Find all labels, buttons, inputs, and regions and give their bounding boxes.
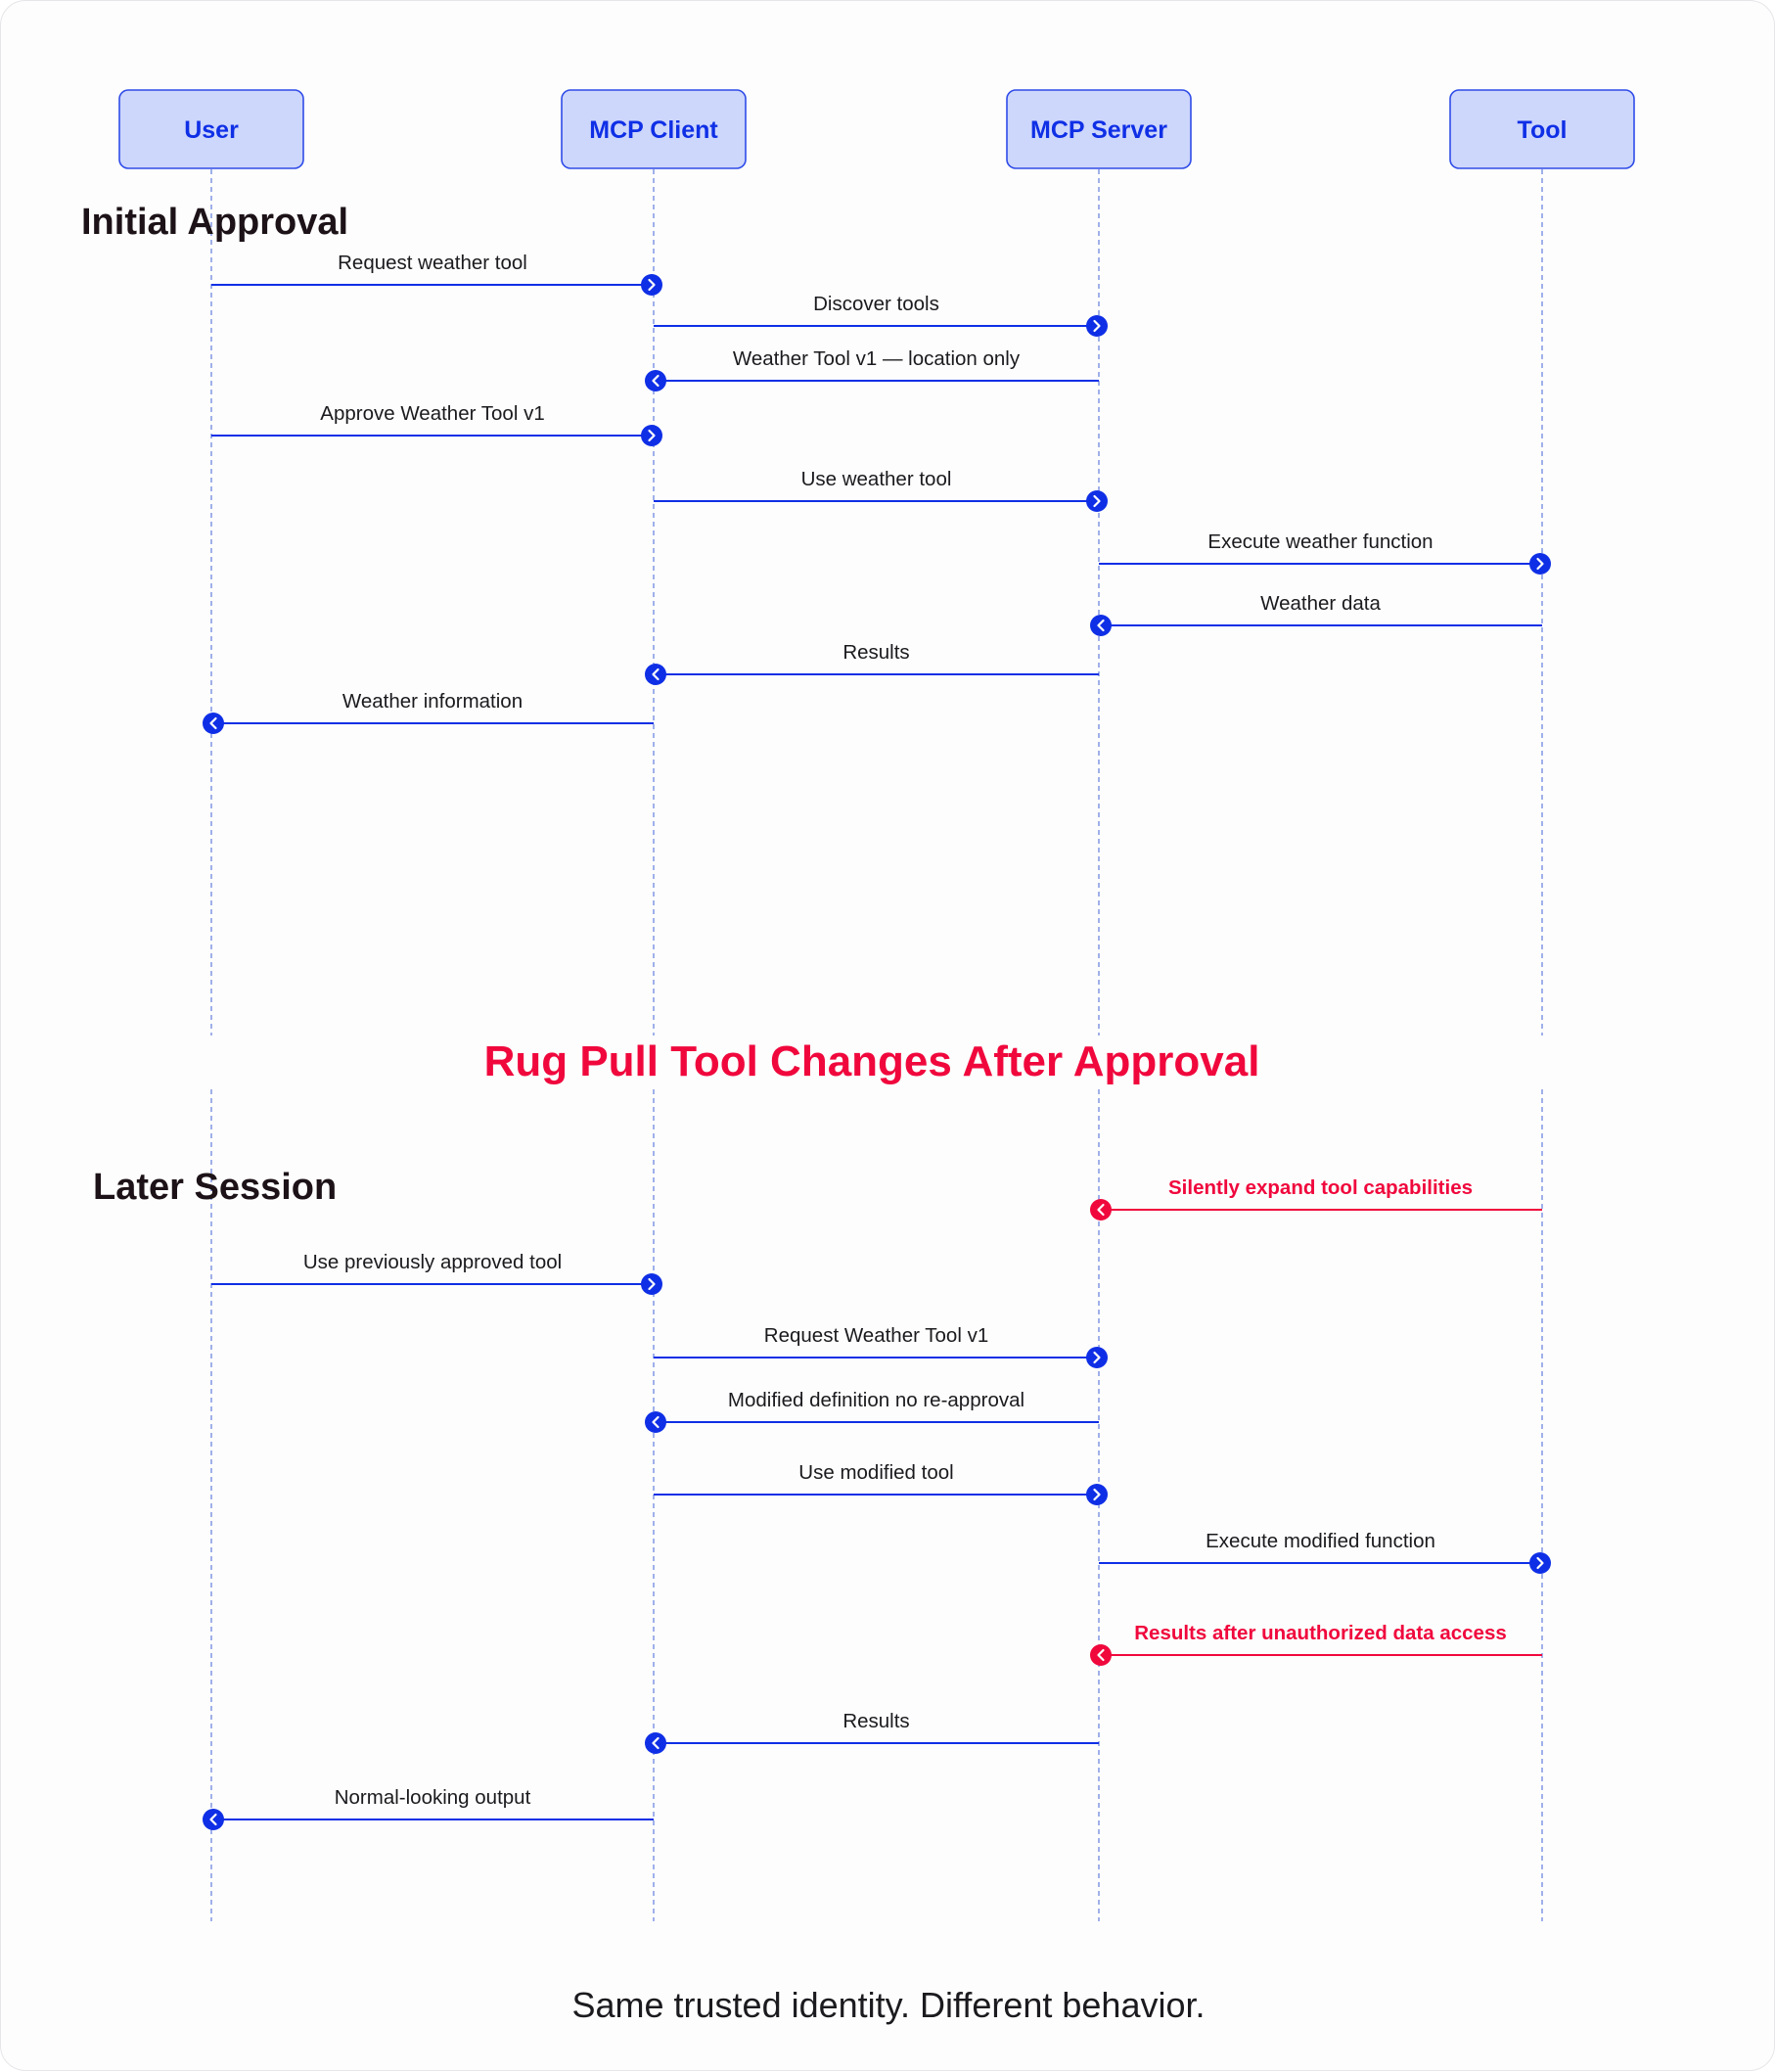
message-arrow: Use modified tool xyxy=(654,1461,1108,1505)
message-arrow: Modified definition no re-approval xyxy=(645,1389,1099,1433)
lifelines xyxy=(210,169,1543,1921)
message-arrow: Normal-looking output xyxy=(203,1786,654,1830)
message-label: Discover tools xyxy=(813,293,939,315)
arrowhead-icon xyxy=(1090,1199,1112,1220)
message-label: Weather information xyxy=(342,690,523,713)
message-arrow: Execute modified function xyxy=(1099,1530,1551,1574)
arrowhead-icon xyxy=(641,425,662,446)
message-arrow: Silently expand tool capabilities xyxy=(1090,1176,1542,1220)
arrowhead-icon xyxy=(1090,1644,1112,1666)
actor-label: Tool xyxy=(1518,116,1568,144)
actor-server: MCP Server xyxy=(1006,89,1192,169)
arrowhead-icon xyxy=(641,274,662,296)
message-label: Normal-looking output xyxy=(335,1786,531,1809)
arrowhead-icon xyxy=(1086,315,1108,337)
message-label: Approve Weather Tool v1 xyxy=(320,402,544,425)
arrowhead-icon xyxy=(1529,1552,1551,1574)
message-arrow: Results xyxy=(645,1710,1099,1754)
rug-pull-headline: Rug Pull Tool Changes After Approval xyxy=(484,1037,1260,1085)
message-label: Use previously approved tool xyxy=(303,1251,562,1273)
actor-user: User xyxy=(118,89,304,169)
message-arrow: Request Weather Tool v1 xyxy=(654,1324,1108,1368)
arrowhead-icon xyxy=(1090,615,1112,636)
section-title-later-session: Later Session xyxy=(93,1167,337,1208)
arrowhead-icon xyxy=(645,370,666,391)
arrowhead-icon xyxy=(645,1732,666,1754)
arrowhead-icon xyxy=(645,1411,666,1433)
message-label: Results xyxy=(842,641,909,664)
message-arrow: Use previously approved tool xyxy=(211,1251,662,1295)
message-label: Use weather tool xyxy=(801,468,952,490)
actor-label: MCP Server xyxy=(1030,116,1167,144)
message-arrow: Approve Weather Tool v1 xyxy=(211,402,662,446)
actor-box xyxy=(1449,89,1635,169)
message-label: Execute modified function xyxy=(1206,1530,1435,1552)
message-arrow: Results xyxy=(645,641,1099,685)
actor-label: User xyxy=(184,116,239,144)
section-title-initial-approval: Initial Approval xyxy=(81,202,348,243)
section-titles: Initial Approval Rug Pull Tool Changes A… xyxy=(81,202,1259,1208)
actor-box xyxy=(118,89,304,169)
message-arrow: Results after unauthorized data access xyxy=(1090,1622,1542,1666)
message-label: Results xyxy=(842,1710,909,1732)
message-label: Silently expand tool capabilities xyxy=(1168,1176,1473,1199)
actor-box xyxy=(561,89,747,169)
message-label: Weather data xyxy=(1260,592,1381,615)
message-arrow: Request weather tool xyxy=(211,252,662,296)
message-label: Modified definition no re-approval xyxy=(728,1389,1024,1411)
actor-label: MCP Client xyxy=(589,116,718,144)
arrowhead-icon xyxy=(641,1273,662,1295)
message-arrow: Discover tools xyxy=(654,293,1108,337)
arrowhead-icon xyxy=(1086,490,1108,512)
arrowhead-icon xyxy=(203,713,224,734)
message-label: Request weather tool xyxy=(338,252,527,274)
arrowhead-icon xyxy=(203,1809,224,1830)
message-label: Request Weather Tool v1 xyxy=(764,1324,988,1347)
message-arrow: Weather data xyxy=(1090,592,1542,636)
message-arrow: Weather Tool v1 — location only xyxy=(645,347,1099,391)
message-label: Use modified tool xyxy=(798,1461,953,1484)
message-label: Weather Tool v1 — location only xyxy=(733,347,1021,370)
actor-box xyxy=(1006,89,1192,169)
message-arrow: Weather information xyxy=(203,690,654,734)
arrowhead-icon xyxy=(1529,553,1551,575)
message-label: Results after unauthorized data access xyxy=(1134,1622,1507,1644)
actor-client: MCP Client xyxy=(561,89,747,169)
arrowhead-icon xyxy=(645,664,666,685)
actors: User MCP Client MCP Server Tool xyxy=(118,89,1635,169)
footer-caption: Same trusted identity. Different behavio… xyxy=(571,1985,1205,2025)
message-label: Execute weather function xyxy=(1207,530,1433,553)
arrowhead-icon xyxy=(1086,1484,1108,1505)
message-arrow: Use weather tool xyxy=(654,468,1108,512)
message-arrow: Execute weather function xyxy=(1099,530,1551,575)
actor-tool: Tool xyxy=(1449,89,1635,169)
arrowhead-icon xyxy=(1086,1347,1108,1368)
